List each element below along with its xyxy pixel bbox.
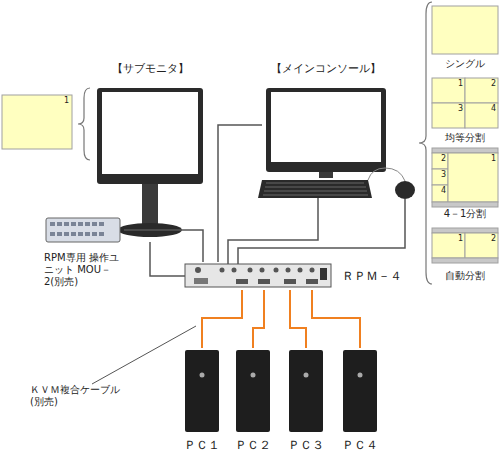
pane-number: 1: [458, 79, 463, 88]
console-box: 【メインコンソール】: [262, 62, 390, 184]
pane-number: 2: [441, 154, 446, 163]
layout-box: 4－1分割: [430, 146, 500, 220]
mouse-wire: [238, 199, 405, 264]
node-text: ＰＣ４: [342, 438, 378, 452]
keyboard: [258, 180, 372, 198]
mouse: [368, 168, 415, 199]
screen-sample: [2, 95, 72, 149]
unit-box: RPM専用 操作ユニット MOU－2(別売): [44, 216, 124, 288]
pane-number: 2: [491, 79, 496, 88]
pane-number: 4: [441, 186, 446, 195]
pc-towers: [185, 350, 377, 432]
pane-number: 4: [491, 104, 496, 113]
sub-monitor: [97, 88, 203, 237]
keyboard-wire: [228, 198, 318, 264]
cable-connector: [290, 290, 306, 348]
cable-connector: [124, 230, 203, 262]
node-text: 【サブモニタ】: [112, 62, 189, 75]
layout-box: 自動分割: [430, 226, 500, 282]
cable-connector: [218, 125, 262, 262]
rpm-device: [185, 264, 331, 287]
pane-number: 3: [441, 170, 446, 179]
node-text: 【メインコンソール】: [271, 62, 381, 75]
brace: [419, 2, 432, 284]
switch-box: ＲＰＭ－４: [185, 262, 402, 290]
mou-unit: [46, 218, 120, 242]
layout-box: 均等分割: [430, 76, 500, 144]
main-monitor: [266, 88, 386, 178]
pc-box: ＰＣ３: [284, 348, 328, 452]
cable-connector: [253, 290, 264, 348]
cable-connector: [150, 242, 185, 276]
node-text: ＰＣ２: [235, 438, 271, 452]
pane-number: 3: [458, 104, 463, 113]
pane-number: 1: [458, 234, 463, 243]
node-text: 自動分割: [445, 270, 485, 282]
node-text: 均等分割: [445, 132, 485, 144]
layout-box: シングル: [430, 4, 500, 70]
node-text: 4－1分割: [444, 208, 487, 220]
node-text: ＰＣ１: [184, 438, 220, 452]
pc-box: ＰＣ２: [231, 348, 275, 452]
node-text: ＲＰＭ－４: [342, 269, 402, 283]
pc-box: ＰＣ１: [180, 348, 224, 452]
cable-label: ＫＶＭ複合ケーブル (別売): [30, 384, 126, 407]
node-text: RPM専用 操作ユニット MOU－2(別売): [44, 252, 120, 288]
node-text: ＰＣ３: [288, 438, 324, 452]
cable-connector: [312, 290, 360, 348]
pane-number: 1: [491, 154, 496, 163]
brace: [78, 88, 90, 160]
screen-layouts: [432, 6, 498, 263]
leader-line: [92, 326, 196, 384]
pc-box: ＰＣ４: [338, 348, 382, 452]
monitor-box: 【サブモニタ】: [92, 62, 208, 242]
node-text: シングル: [445, 58, 485, 70]
pane-number: 1: [64, 96, 69, 105]
cable-connector: [202, 290, 242, 348]
pane-number: 2: [491, 234, 496, 243]
